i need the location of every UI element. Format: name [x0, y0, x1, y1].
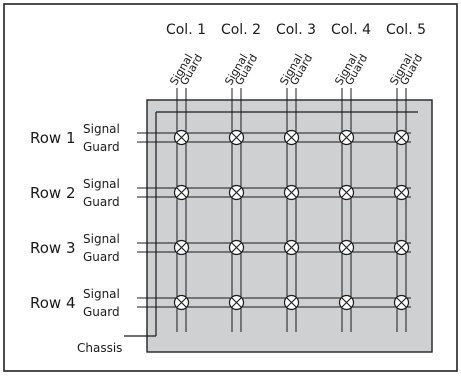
row-signal-label: Signal [83, 287, 120, 301]
crosspoint-x-mark [341, 187, 352, 198]
row-signal-label: Signal [83, 177, 120, 191]
crosspoint-node [338, 129, 355, 146]
crosspoint-x-mark [286, 132, 297, 143]
crosspoint-x-mark [231, 242, 242, 253]
column-label: Col. 2 [221, 22, 261, 38]
crosspoint-x-mark [231, 297, 242, 308]
row-guard-label: Guard [83, 140, 120, 154]
column-label: Col. 4 [331, 22, 371, 38]
crosspoint-node [283, 129, 300, 146]
column-label: Col. 5 [386, 22, 426, 38]
crosspoint-node [173, 184, 190, 201]
crosspoint-node [173, 294, 190, 311]
row-guard-label: Guard [83, 195, 120, 209]
crosspoint-node [338, 239, 355, 256]
crosspoint-node [393, 294, 410, 311]
crosspoint-nodes [173, 129, 410, 311]
row-guard-label: Guard [83, 250, 120, 264]
matrix-lines [124, 88, 418, 337]
crosspoint-node [228, 184, 245, 201]
crosspoint-node [283, 294, 300, 311]
crosspoint-node [228, 129, 245, 146]
row-label: Row 2 [30, 184, 76, 202]
crosspoint-node [338, 184, 355, 201]
crosspoint-node [393, 129, 410, 146]
crosspoint-x-mark [286, 297, 297, 308]
crosspoint-x-mark [176, 187, 187, 198]
crosspoint-node [173, 129, 190, 146]
row-label: Row 3 [30, 239, 76, 257]
crosspoint-x-mark [396, 187, 407, 198]
row-signal-label: Signal [83, 232, 120, 246]
crosspoint-node [283, 239, 300, 256]
column-line-labels: Signal Guard Signal Guard Signal Guard S… [167, 52, 425, 88]
crosspoint-x-mark [231, 187, 242, 198]
row-label: Row 4 [30, 294, 76, 312]
crosspoint-x-mark [341, 242, 352, 253]
crosspoint-x-mark [286, 187, 297, 198]
column-labels: Col. 1 Col. 2 Col. 3 Col. 4 Col. 5 [166, 22, 426, 38]
row-label: Row 1 [30, 129, 76, 147]
chassis-label: Chassis [77, 341, 122, 355]
row-guard-label: Guard [83, 305, 120, 319]
crosspoint-x-mark [231, 132, 242, 143]
crosspoint-node [393, 239, 410, 256]
crosspoint-x-mark [396, 242, 407, 253]
crosspoint-x-mark [176, 132, 187, 143]
crosspoint-node [283, 184, 300, 201]
crosspoint-node [393, 184, 410, 201]
crosspoint-node [228, 239, 245, 256]
crosspoint-x-mark [396, 297, 407, 308]
crosspoint-node [338, 294, 355, 311]
crosspoint-x-mark [341, 297, 352, 308]
crosspoint-x-mark [176, 242, 187, 253]
row-labels: Row 1 Signal Guard Row 2 Signal Guard Ro… [30, 122, 120, 319]
crosspoint-x-mark [286, 242, 297, 253]
crosspoint-x-mark [396, 132, 407, 143]
crosspoint-x-mark [176, 297, 187, 308]
row-signal-label: Signal [83, 122, 120, 136]
crosspoint-node [173, 239, 190, 256]
crosspoint-node [228, 294, 245, 311]
column-label: Col. 3 [276, 22, 316, 38]
crosspoint-x-mark [341, 132, 352, 143]
column-label: Col. 1 [166, 22, 206, 38]
